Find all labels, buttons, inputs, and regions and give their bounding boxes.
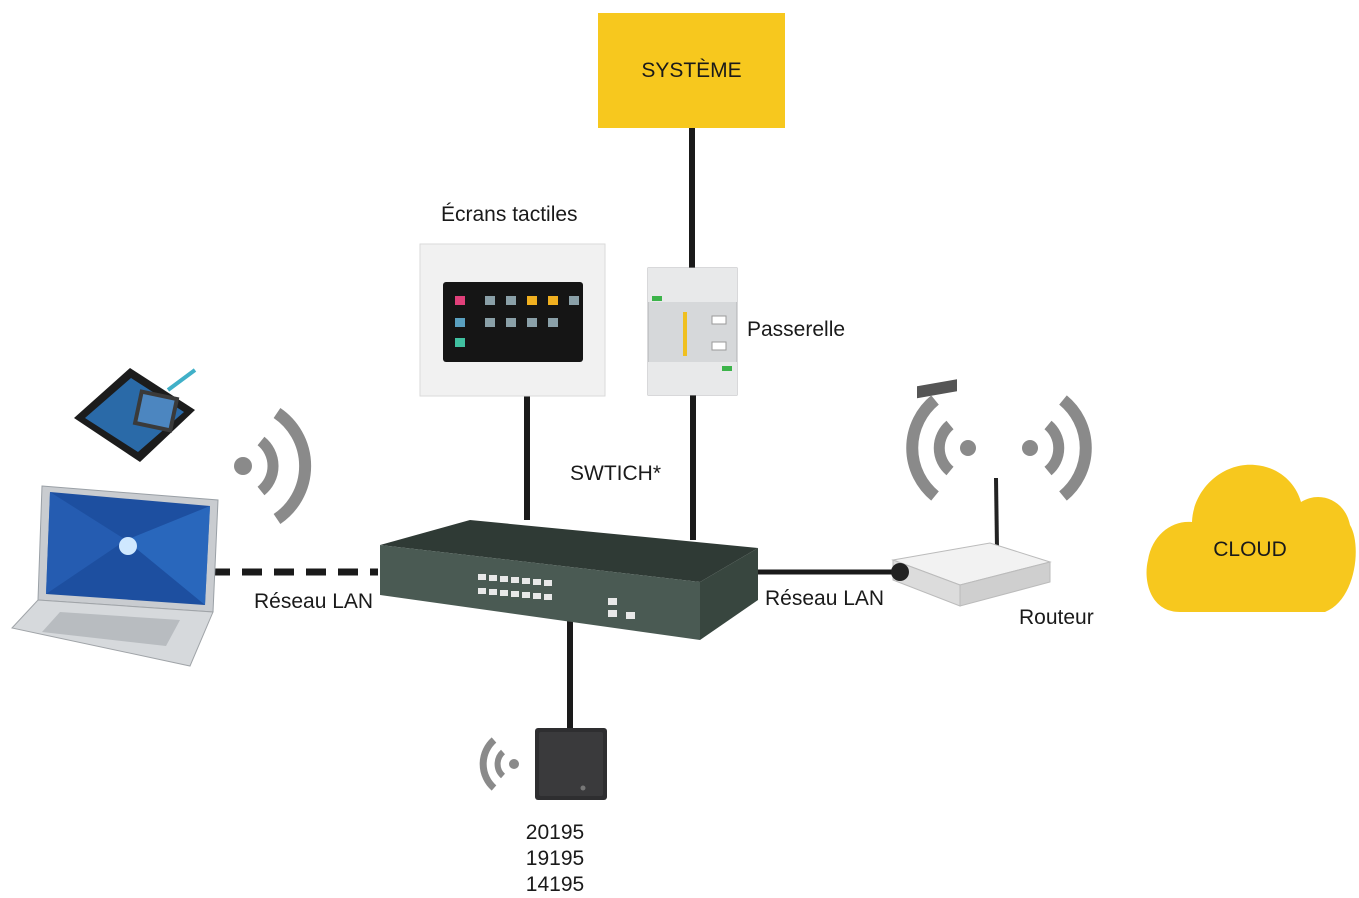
gateway-module-icon xyxy=(647,267,738,396)
router-wifi-icon xyxy=(906,395,1092,501)
cloud-label: CLOUD xyxy=(1213,538,1287,561)
switch-label: SWTICH* xyxy=(570,462,661,485)
tablet-phone-icon xyxy=(74,368,197,462)
systeme-box: SYSTÈME xyxy=(598,13,785,128)
router-label: Routeur xyxy=(1019,606,1094,629)
touchscreens-label: Écrans tactiles xyxy=(441,203,578,226)
router-icon xyxy=(891,379,1052,607)
product-codes: 20195 19195 14195 xyxy=(520,820,590,898)
network-switch-icon xyxy=(380,520,758,640)
lan-right-label: Réseau LAN xyxy=(765,587,885,610)
module-wifi-icon xyxy=(479,737,519,791)
wireless-module-icon xyxy=(535,728,607,800)
product-code: 19195 xyxy=(525,847,585,870)
product-code: 14195 xyxy=(525,873,585,896)
cloud-shape xyxy=(1146,464,1356,612)
touchscreen-icon xyxy=(419,243,606,397)
systeme-label: SYSTÈME xyxy=(641,58,742,82)
product-code: 20195 xyxy=(525,821,585,844)
laptop-wifi-icon xyxy=(234,408,312,524)
lan-left-label: Réseau LAN xyxy=(254,590,374,613)
gateway-label: Passerelle xyxy=(747,318,846,341)
laptop-icon xyxy=(11,485,219,667)
